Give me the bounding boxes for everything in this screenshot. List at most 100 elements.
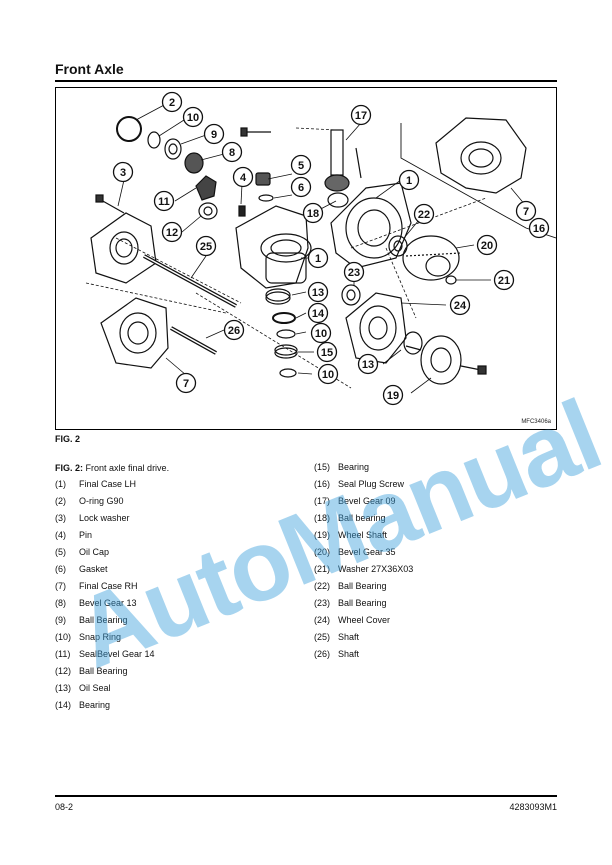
callout-label: 18 xyxy=(307,208,319,220)
callout-circle xyxy=(302,202,324,224)
callout-circle xyxy=(343,261,365,283)
callout-label: 10 xyxy=(187,112,199,124)
part-name: Seal Plug Screw xyxy=(338,479,405,489)
part-name: Shaft xyxy=(338,649,360,659)
callout-label: 13 xyxy=(312,287,324,299)
parts-list-left: (1)Final Case LH(2)O-ring G90(3)Lock was… xyxy=(55,476,155,714)
callout-circle xyxy=(112,161,134,183)
callout-circle xyxy=(307,247,329,269)
callout-label: 23 xyxy=(348,267,360,279)
part-list-item: (2)O-ring G90 xyxy=(55,493,155,510)
part-name: Bearing xyxy=(338,462,370,472)
part-name: Washer 27X36X03 xyxy=(338,564,414,574)
part-name: Ball Bearing xyxy=(79,666,128,676)
part-number: (15) xyxy=(314,462,331,472)
callout-label: 17 xyxy=(355,110,367,122)
part-list-item: (7)Final Case RH xyxy=(55,578,155,595)
callout-label: 2 xyxy=(169,97,175,109)
callout-label: 10 xyxy=(322,369,334,381)
callout-label: 26 xyxy=(228,325,240,337)
part-name: O-ring G90 xyxy=(79,496,124,506)
part-number: (25) xyxy=(314,632,331,642)
callout-circle xyxy=(175,372,197,394)
part-number: (14) xyxy=(55,700,72,710)
part-name: Pin xyxy=(79,530,93,540)
part-number: (23) xyxy=(314,598,331,608)
part-number: (9) xyxy=(55,615,66,625)
part-list-item: (18)Ball bearing xyxy=(314,510,413,527)
callout-label: 24 xyxy=(454,300,467,312)
part-list-item: (26)Shaft xyxy=(314,646,413,663)
part-name: Ball Bearing xyxy=(338,598,387,608)
callout-label: 3 xyxy=(120,167,126,179)
part-list-item: (17) Bevel Gear 09 xyxy=(314,493,413,510)
callout-label: 7 xyxy=(183,378,189,390)
part-list-item: (1) Final Case LH xyxy=(55,476,155,493)
caption-text: Front axle final drive. xyxy=(85,463,170,473)
part-list-item: (15) Bearing xyxy=(314,459,413,476)
part-list-item: (23) Ball Bearing xyxy=(314,595,413,612)
callout-label: 8 xyxy=(229,147,235,159)
part-list-item: (19)Wheel Shaft xyxy=(314,527,413,544)
callout-label: 25 xyxy=(200,241,212,253)
part-name: Gasket xyxy=(79,564,108,574)
part-number: (24) xyxy=(314,615,331,625)
part-name: Bearing xyxy=(79,700,111,710)
part-number: (1) xyxy=(55,479,66,489)
callout-circle xyxy=(195,235,217,257)
part-name: Bevel Gear 09 xyxy=(338,496,396,506)
callout-circle xyxy=(528,217,550,239)
parts-list-right: (15) Bearing (16)Seal Plug Screw (17) Bevel … xyxy=(314,459,413,663)
part-name: Bevel Gear 35 xyxy=(338,547,396,557)
part-name: Shaft xyxy=(338,632,360,642)
callout-circle xyxy=(153,190,175,212)
title-rule xyxy=(55,80,557,82)
section-title: Front Axle xyxy=(55,61,124,77)
part-number: (22) xyxy=(314,581,331,591)
callout-label: 15 xyxy=(321,347,333,359)
part-number: (4) xyxy=(55,530,66,540)
part-number: (3) xyxy=(55,513,66,523)
exploded-diagram: 2109834561711811122512220212324131410151… xyxy=(85,91,556,406)
part-number: (5) xyxy=(55,547,66,557)
callout-circle xyxy=(382,384,404,406)
part-name: Oil Seal xyxy=(79,683,111,693)
callout-label: 4 xyxy=(240,172,247,184)
callout-circle xyxy=(232,166,254,188)
callout-circle xyxy=(357,353,379,375)
callout-label: 5 xyxy=(298,160,304,172)
part-name: Snap Ring xyxy=(79,632,122,642)
callout-label: 14 xyxy=(312,308,325,320)
callout-label: 16 xyxy=(533,223,545,235)
part-number: (17) xyxy=(314,496,331,506)
part-list-item: (25) Shaft xyxy=(314,629,413,646)
part-list-item: (6)Gasket xyxy=(55,561,155,578)
callout-circle xyxy=(316,341,338,363)
part-list-item: (13) Oil Seal xyxy=(55,680,155,697)
callout-circle xyxy=(223,319,245,341)
part-number: (7) xyxy=(55,581,66,591)
callout-circle xyxy=(182,106,204,128)
part-name: Final Case LH xyxy=(79,479,137,489)
part-number: (13) xyxy=(55,683,72,693)
callout-label: 13 xyxy=(362,359,374,371)
figure-caption: FIG. 2: Front axle final drive. xyxy=(55,463,169,473)
callout-label: 22 xyxy=(418,209,430,221)
part-name: Bevel Gear 13 xyxy=(79,598,137,608)
part-list-item: (11) SealBevel Gear 14 xyxy=(55,646,155,663)
callout-circle xyxy=(398,169,420,191)
part-number: (12) xyxy=(55,666,72,676)
callout-circle xyxy=(290,176,312,198)
part-number: (11) xyxy=(55,649,71,659)
part-name: SealBevel Gear 14 xyxy=(79,649,155,659)
callout-circle xyxy=(350,104,372,126)
leader-lines xyxy=(117,103,527,394)
callout-label: 6 xyxy=(298,182,304,194)
figure-label: FIG. 2 xyxy=(55,434,81,444)
callout-circle xyxy=(203,123,225,145)
part-list-item: (16)Seal Plug Screw xyxy=(314,476,413,493)
callout-circle xyxy=(161,91,183,113)
part-name: Wheel Shaft xyxy=(338,530,388,540)
